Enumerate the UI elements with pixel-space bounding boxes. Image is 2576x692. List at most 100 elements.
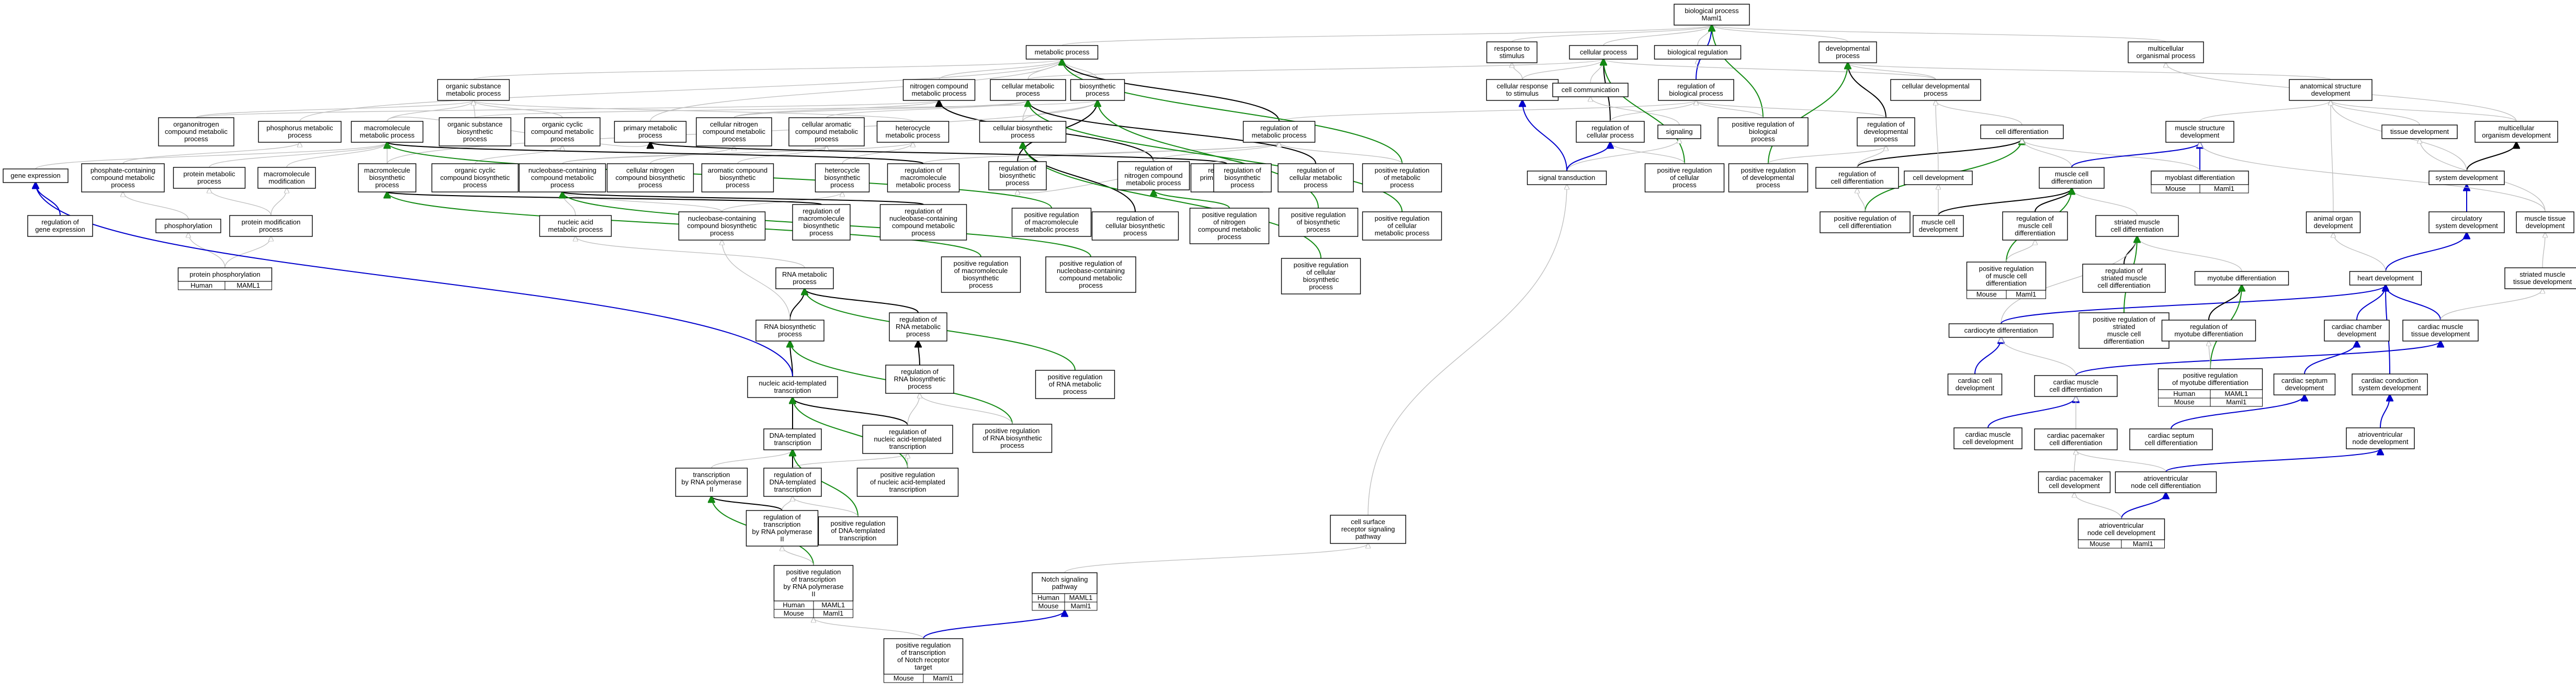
go-term-celldev[interactable]: cell development: [1904, 171, 1973, 185]
go-term-regmacrobio[interactable]: regulation ofmacromoleculebiosyntheticpr…: [792, 204, 851, 241]
go-term-sysdev[interactable]: system development: [2428, 171, 2505, 185]
go-term-myotube[interactable]: myotube differentiation: [2194, 271, 2289, 286]
go-term-cellcomm[interactable]: cell communication: [1552, 83, 1629, 97]
go-term-posregnucl[interactable]: positive regulation ofnucleobase-contain…: [1045, 256, 1136, 293]
go-term-sigtrans[interactable]: signal transduction: [1527, 171, 1607, 185]
go-term-geneexp[interactable]: gene expression: [3, 168, 69, 183]
go-term-heartdev[interactable]: heart development: [2349, 271, 2422, 286]
go-term-regnuclcont[interactable]: regulation ofnucleobase-containingcompou…: [879, 204, 967, 241]
go-term-phosph[interactable]: phosphorylation: [155, 219, 221, 233]
go-term-cardiocyte[interactable]: cardiocyte differentiation: [1948, 323, 2054, 338]
go-term-celldiff[interactable]: cell differentiation: [1980, 124, 2064, 139]
go-term-biolreg[interactable]: biological regulation: [1654, 45, 1742, 60]
go-term-signaling[interactable]: signaling: [1657, 124, 1701, 139]
go-term-tissuedev[interactable]: tissue development: [2381, 124, 2458, 139]
